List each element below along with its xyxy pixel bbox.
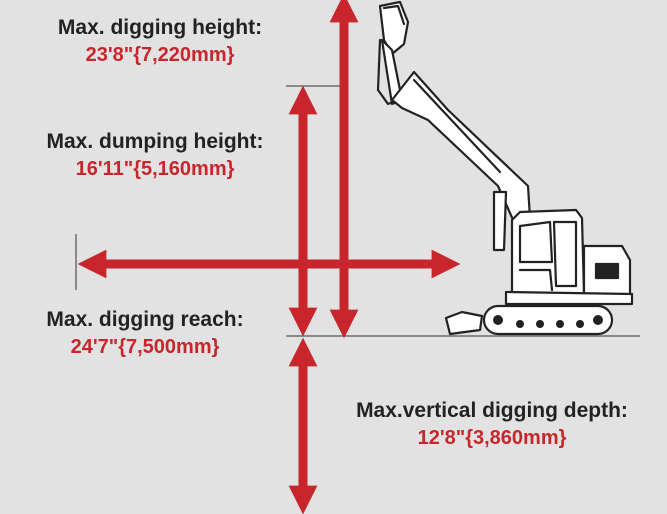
dig-height-value: 23'8"{7,220mm} xyxy=(85,44,235,67)
dig-depth-label: Max.vertical digging depth: 12'8"{3,860m… xyxy=(318,397,666,452)
dig-depth-title: Max.vertical digging depth: xyxy=(356,399,628,422)
dig-reach-value: 24'7"{7,500mm} xyxy=(70,336,220,359)
excavator-icon xyxy=(376,0,634,336)
dump-height-value: 16'11"{5,160mm} xyxy=(75,158,235,181)
dump-height-title: Max. dumping height: xyxy=(46,130,264,153)
dig-reach-label: Max. digging reach: 24'7"{7,500mm} xyxy=(0,306,290,361)
dig-height-label: Max. digging height: 23'8"{7,220mm} xyxy=(20,14,300,69)
dump-height-label: Max. dumping height: 16'11"{5,160mm} xyxy=(14,128,296,183)
dig-height-title: Max. digging height: xyxy=(57,16,263,39)
dig-depth-value: 12'8"{3,860mm} xyxy=(417,427,567,450)
dig-reach-title: Max. digging reach: xyxy=(46,308,244,331)
